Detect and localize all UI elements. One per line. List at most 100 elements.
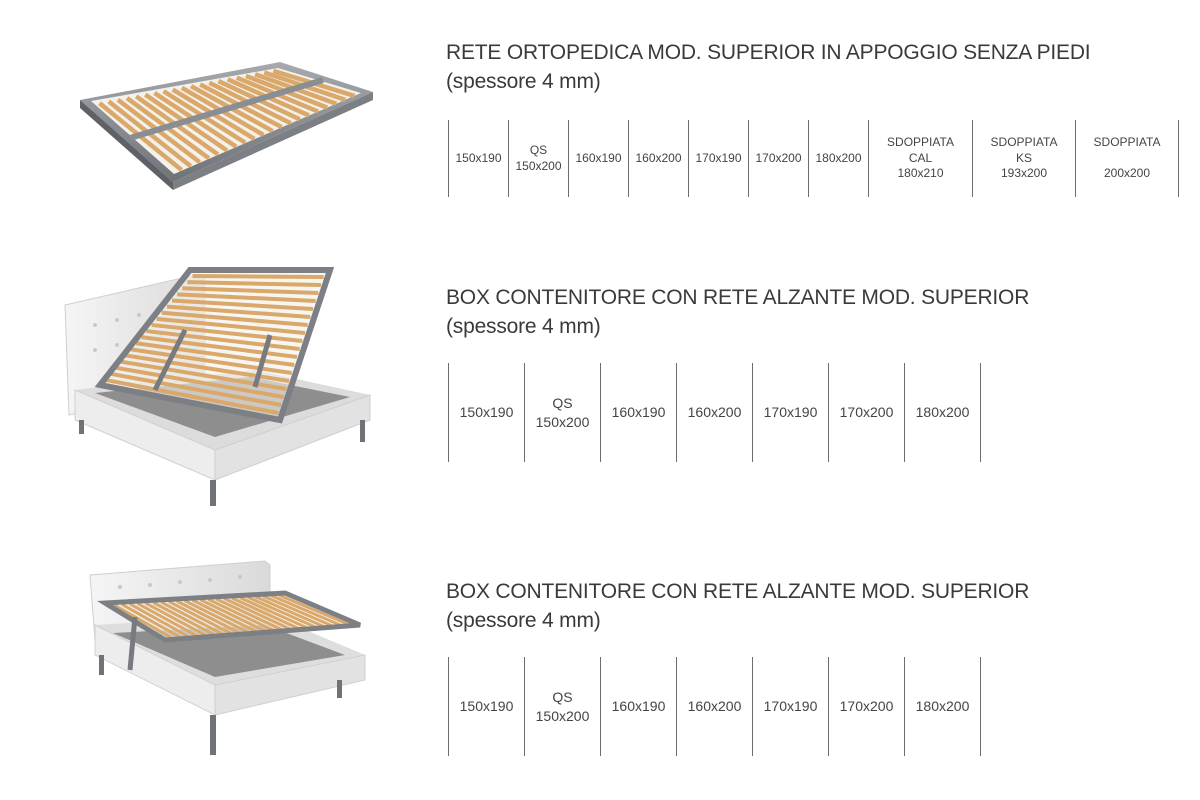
storage-bed-lift-image (89, 560, 366, 755)
size-label: 150x190 (455, 150, 502, 165)
size-label: 180x210 (897, 166, 944, 181)
size-label: 160x200 (687, 404, 742, 421)
size-cell: 160x200 (677, 657, 753, 756)
slat (247, 595, 318, 630)
size-label: 160x190 (611, 404, 666, 421)
slat (262, 594, 335, 628)
slat (152, 601, 215, 637)
slat (231, 596, 301, 631)
size-label: QS (529, 142, 548, 157)
slat (161, 310, 308, 327)
size-label: SDOPPIATA (1093, 135, 1161, 150)
title-line-2: (spessore 4 mm) (446, 609, 601, 632)
size-label: SDOPPIATA (887, 135, 954, 150)
size-label: 150x200 (515, 158, 562, 173)
slat (105, 377, 279, 415)
slat (187, 280, 322, 287)
size-label: QS (552, 395, 573, 412)
slat (207, 597, 275, 632)
size-cell: 170x190 (753, 657, 829, 756)
size-label: 150x200 (535, 707, 590, 724)
slat (130, 347, 292, 375)
size-label: 150x190 (459, 404, 514, 421)
size-cell: 180x200 (809, 120, 869, 197)
size-label: KS (1015, 150, 1032, 165)
slat (141, 335, 298, 359)
size-cell: 170x200 (829, 657, 905, 756)
size-label (1125, 151, 1128, 167)
size-label: 180x200 (815, 150, 862, 165)
slat (115, 365, 285, 399)
slat (223, 597, 292, 631)
slat (171, 298, 314, 311)
size-label: 170x200 (755, 150, 802, 165)
slat (121, 603, 181, 639)
slat (182, 286, 319, 295)
size-cell: 150x190 (449, 657, 525, 756)
slat (278, 593, 352, 627)
product-title: BOX CONTENITORE CON RETE ALZANTE MOD. SU… (446, 283, 1029, 341)
title-line-2: (spessore 4 mm) (446, 315, 601, 338)
size-cell: 160x200 (677, 363, 753, 462)
size-label: 180x200 (915, 698, 970, 715)
size-cell: 150x190 (449, 120, 509, 197)
size-label: SDOPPIATA (990, 135, 1058, 150)
slat (199, 598, 266, 633)
size-cell: SDOPPIATA 200x200 (1076, 120, 1179, 197)
size-label: QS (552, 689, 573, 706)
size-cell: 160x190 (601, 363, 677, 462)
slatted-bed-base-image (80, 62, 373, 190)
slat (146, 329, 300, 351)
slat (160, 600, 224, 636)
slats (105, 274, 324, 415)
slat (176, 599, 241, 635)
size-cell: 170x200 (829, 363, 905, 462)
size-cell: 160x190 (569, 120, 629, 197)
size-cell: 160x200 (629, 120, 689, 197)
size-cell: 170x200 (749, 120, 809, 197)
product-title: RETE ORTOPEDICA MOD. SUPERIOR IN APPOGGI… (446, 38, 1091, 96)
title-line-1: RETE ORTOPEDICA MOD. SUPERIOR IN APPOGGI… (446, 41, 1091, 64)
product-title: BOX CONTENITORE CON RETE ALZANTE MOD. SU… (446, 577, 1029, 635)
size-cell: 150x190 (449, 363, 525, 462)
slat (135, 341, 295, 367)
size-label: 193x200 (1000, 166, 1048, 181)
slat (191, 598, 258, 634)
size-cell: 170x190 (753, 363, 829, 462)
slat (177, 292, 316, 303)
size-cell: 160x190 (601, 657, 677, 756)
size-label: 170x190 (695, 150, 742, 165)
slat (168, 600, 232, 635)
slat (136, 602, 198, 638)
size-cell: 180x200 (905, 363, 981, 462)
size-label: CAL (908, 150, 933, 165)
slat (144, 601, 207, 637)
size-label: 170x200 (839, 698, 894, 715)
size-label: 160x200 (687, 698, 742, 715)
slat (215, 597, 284, 632)
slat (166, 304, 311, 319)
size-label: 170x190 (763, 404, 818, 421)
slat (120, 359, 287, 391)
size-label: 160x200 (635, 150, 682, 165)
title-line-1: BOX CONTENITORE CON RETE ALZANTE MOD. SU… (446, 580, 1030, 603)
size-label: 200x200 (1103, 166, 1151, 181)
size-cell: 180x200 (905, 657, 981, 756)
slat (184, 599, 249, 634)
storage-bed-lift-image (64, 267, 371, 506)
size-label: 150x190 (459, 698, 514, 715)
slat (151, 322, 303, 343)
slats (113, 593, 352, 640)
size-label: 180x200 (915, 404, 970, 421)
size-label: 170x190 (763, 698, 818, 715)
slat (254, 595, 326, 629)
slat (270, 594, 343, 628)
size-label: 160x190 (611, 698, 666, 715)
slat (156, 316, 306, 335)
